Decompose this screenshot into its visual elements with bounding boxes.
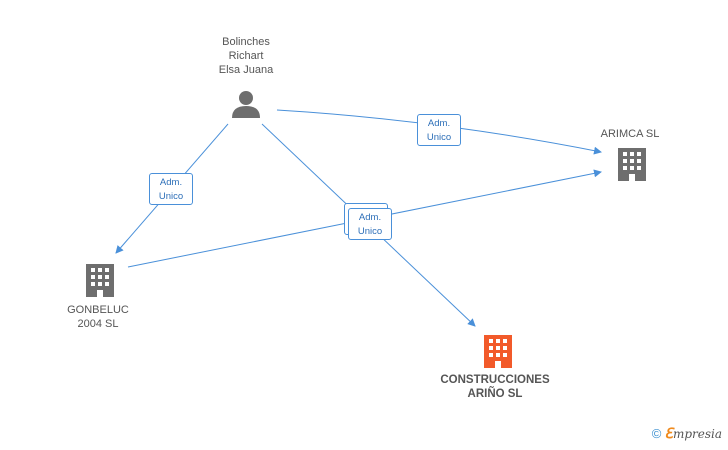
node-label-person[interactable]: Bolinches Richart Elsa Juana <box>218 36 274 76</box>
edge-label-person-gonbeluc: Adm. Unico <box>149 173 193 205</box>
node-label-arimca[interactable]: ARIMCA SL <box>600 128 660 140</box>
building-icon[interactable] <box>86 264 114 297</box>
edge-label-person-construcciones: Adm. Unico <box>348 208 392 240</box>
building-icon[interactable] <box>618 148 646 181</box>
brand-logo-e: ℇ <box>664 426 673 442</box>
person-icon[interactable] <box>232 91 260 118</box>
node-label-construcciones[interactable]: CONSTRUCCIONES ARIÑO SL <box>440 374 550 400</box>
edge-label-person-arimca: Adm. Unico <box>417 114 461 146</box>
node-label-gonbeluc[interactable]: GONBELUC 2004 SL <box>67 304 129 330</box>
brand-name: mpresia <box>672 427 722 441</box>
copyright-icon: © <box>651 426 662 441</box>
building-icon[interactable] <box>484 335 512 368</box>
footer-brand[interactable]: ©ℇmpresia <box>652 426 722 442</box>
